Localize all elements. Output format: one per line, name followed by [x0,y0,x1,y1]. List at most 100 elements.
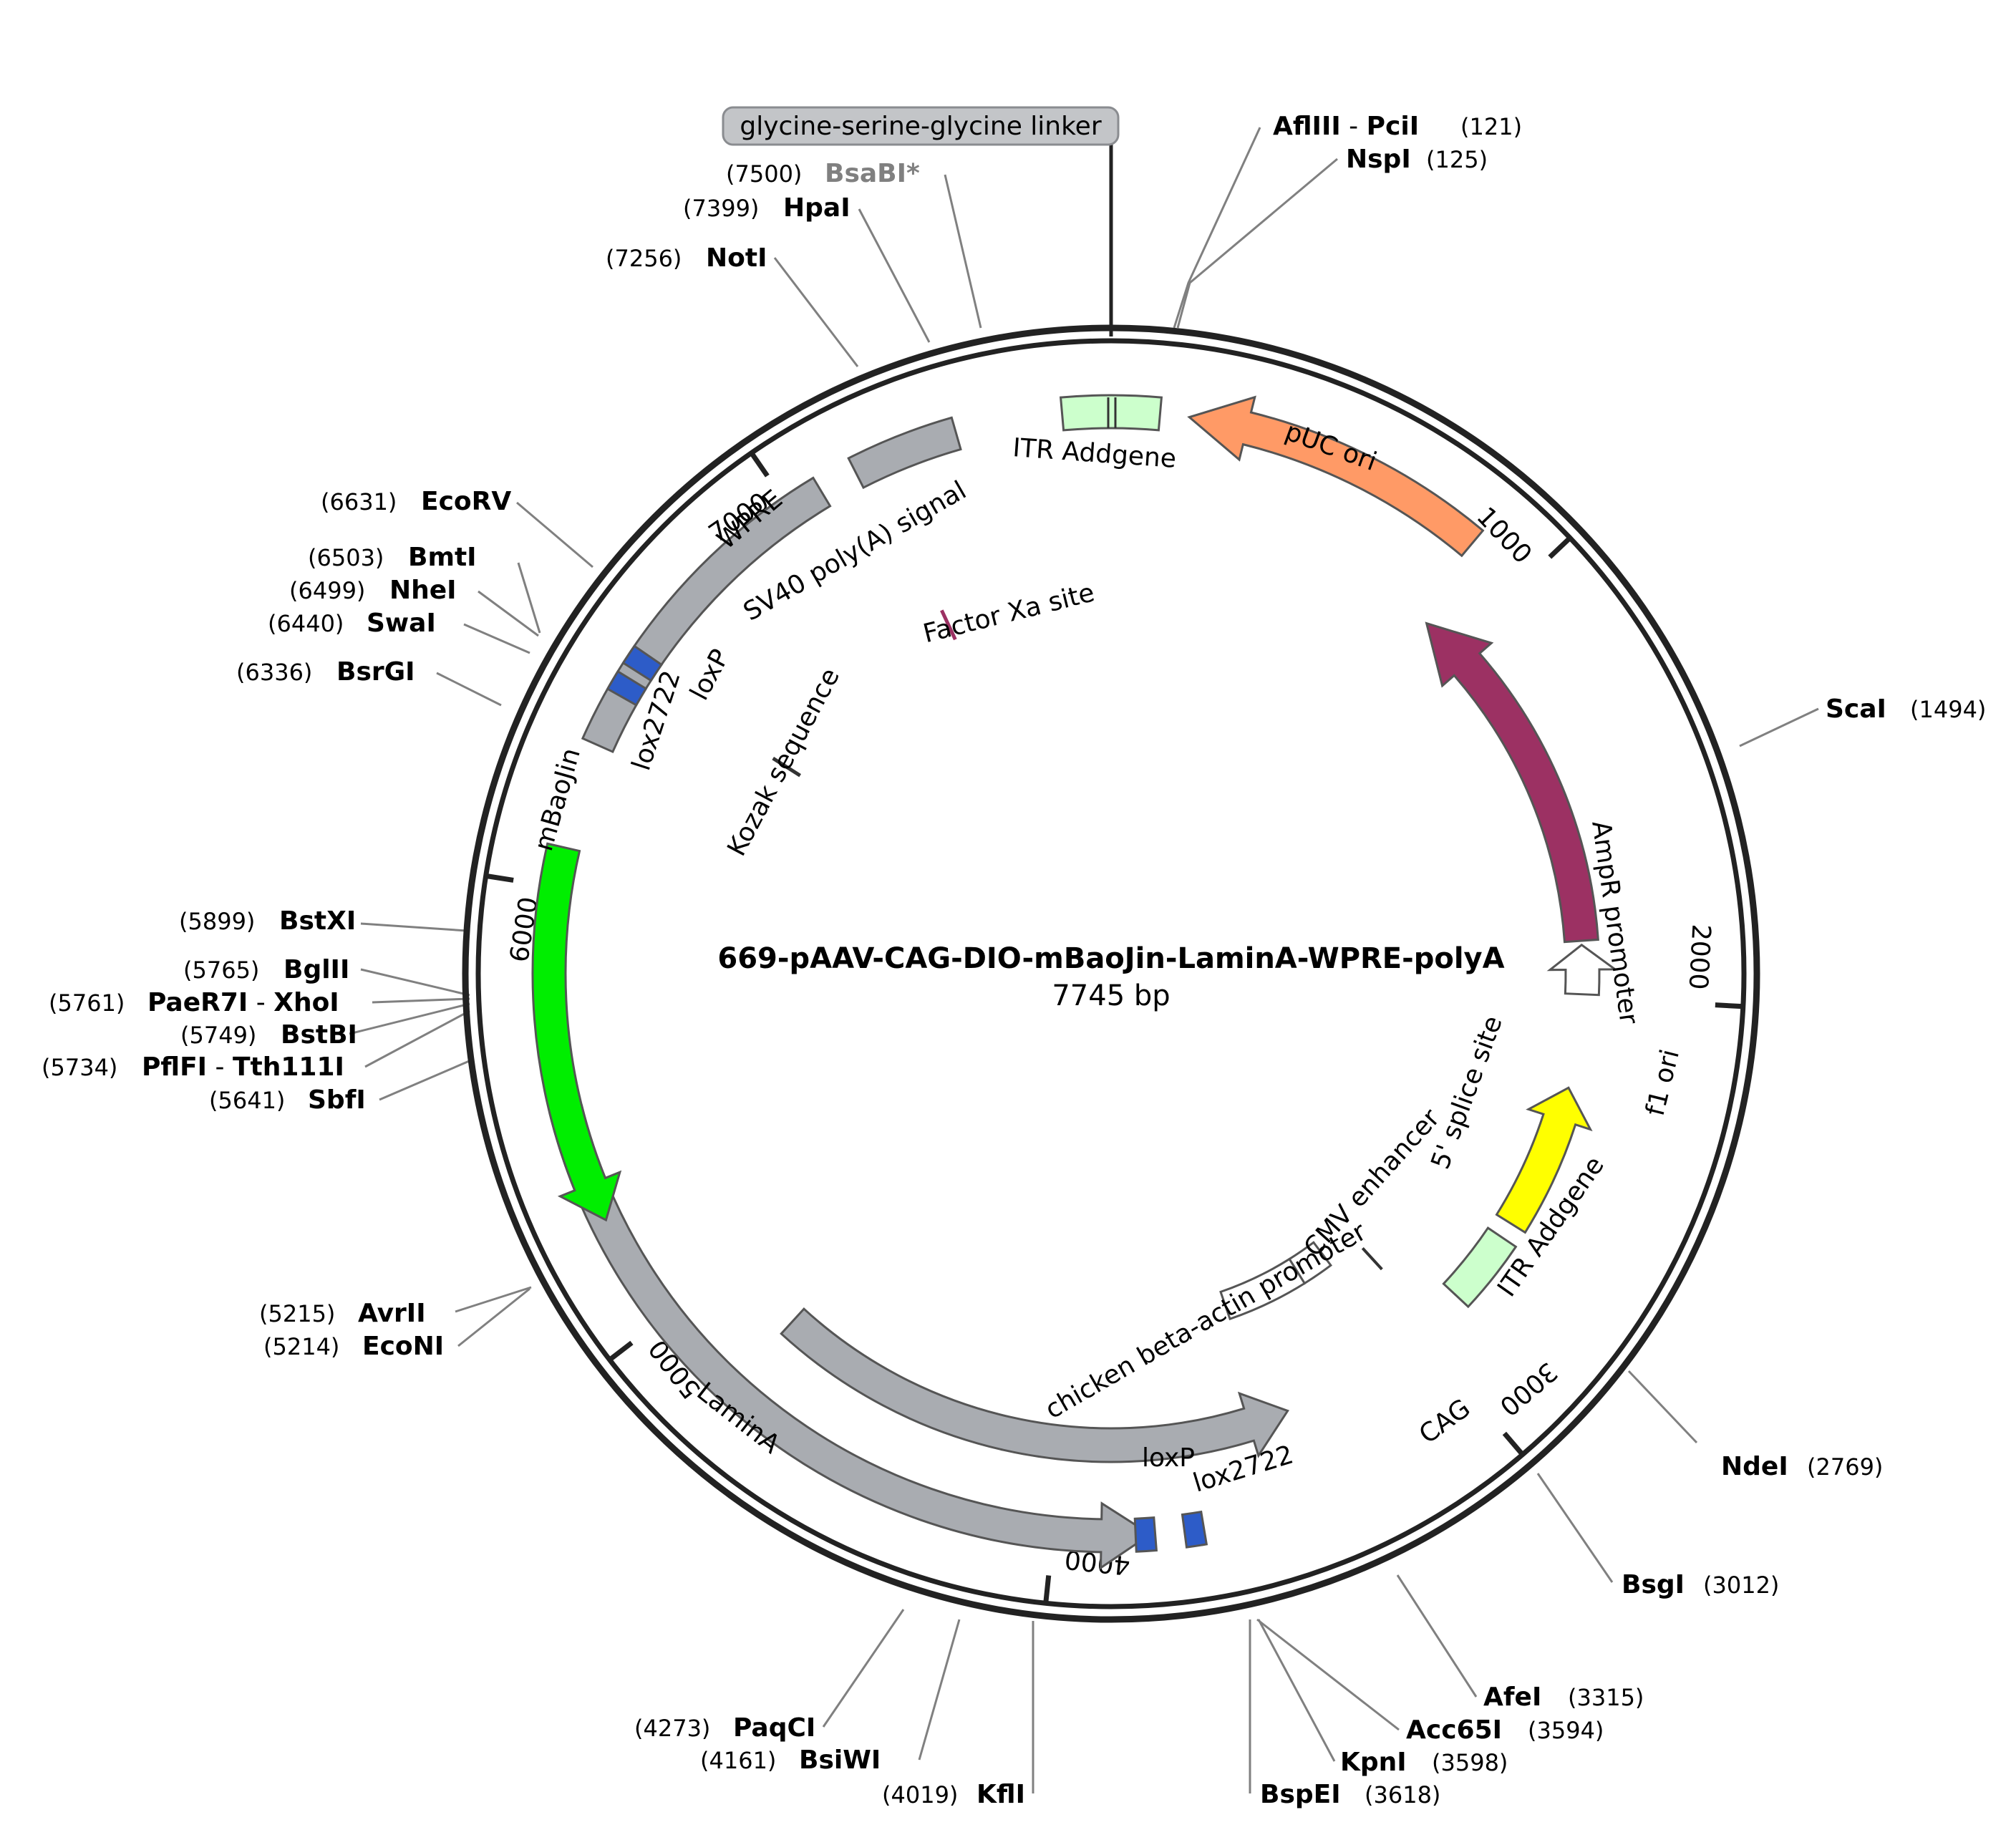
enzyme-label-swai[interactable]: (6440) SwaI [268,609,436,638]
feature-chicken-beta-actin[interactable] [1219,1257,1307,1321]
scale-tick-6000 [485,873,514,883]
enzyme-label-avrii[interactable]: (5215) AvrII [259,1299,426,1328]
enzyme-label-bstxi[interactable]: (5899) BstXI [179,906,356,936]
svg-text:SbfI: SbfI [308,1085,366,1115]
svg-text:BsrGI: BsrGI [336,657,415,687]
svg-text:Acc65I: Acc65I [1406,1715,1502,1745]
enzyme-label-bsrgi[interactable]: (6336) BsrGI [236,657,415,687]
feature-factor-xa[interactable] [940,609,957,641]
feature-puc-ori[interactable] [1187,395,1485,558]
enzyme-label-afei[interactable]: AfeI (3315) [1483,1682,1644,1712]
enzyme-label-acc65i[interactable]: Acc65I (3594) [1406,1715,1604,1745]
enzyme-label-bsabi[interactable]: (7500) BsaBI* [726,159,920,188]
enzyme-leader-bstbi [349,1002,470,1035]
feature-loxp-a[interactable] [621,644,664,682]
enzyme-label-bsgi[interactable]: BsgI (3012) [1622,1570,1779,1599]
linker-callout[interactable]: glycine-serine-glycine linker [722,106,1120,336]
feature-sv40-polya[interactable] [847,416,962,490]
svg-text:(7399): (7399) [683,195,759,222]
svg-text:BmtI: BmtI [408,543,477,572]
enzyme-label-paqci[interactable]: (4273) PaqCI [634,1713,815,1743]
enzyme-leader-pflfi [364,1009,470,1068]
svg-text:PaqCI: PaqCI [733,1713,815,1743]
enzyme-leader-bsrgi [436,672,502,707]
enzyme-label-bspei[interactable]: BspEI (3618) [1260,1780,1440,1809]
svg-text:EcoRV: EcoRV [421,487,511,516]
svg-text:BstXI: BstXI [279,906,356,936]
feature-lox2722-b[interactable] [1181,1510,1208,1549]
feature-wpre[interactable] [581,476,832,754]
enzyme-label-scai[interactable]: ScaI (1494) [1826,694,1986,724]
scale-tick-label-2000: 2000 [1683,924,1716,991]
feature-splice-site[interactable] [1361,1247,1383,1271]
svg-text:(3315): (3315) [1568,1684,1644,1711]
feature-itr-right[interactable] [1442,1226,1518,1309]
enzyme-leader-acc65i [1256,1618,1400,1731]
feature-label-itr-left: ITR Addgene [1012,433,1177,474]
feature-label-loxp-b: loxP [1142,1443,1195,1473]
enzyme-label-nspi[interactable]: NspI (125) [1346,145,1488,174]
feature-mbaojin[interactable] [531,842,622,1222]
enzyme-label-nhei[interactable]: (6499) NheI [289,576,457,605]
feature-itr-left[interactable] [1059,394,1163,432]
enzyme-leader-nspi [1176,158,1338,329]
enzyme-label-bsiwi[interactable]: (4161) BsiWI [700,1745,881,1775]
feature-cag[interactable] [780,1307,1289,1463]
scale-tick-5000 [608,1340,634,1362]
svg-text:(5761): (5761) [49,989,125,1017]
enzyme-label-noti[interactable]: (7256) NotI [606,243,767,273]
svg-text:(2769): (2769) [1807,1453,1883,1481]
enzyme-leader-swai [463,623,530,654]
feature-lamina[interactable] [548,1104,1153,1570]
enzyme-leader-afliii [1173,127,1261,329]
enzyme-label-ecorv[interactable]: (6631) EcoRV [321,487,511,516]
feature-ampr-promoter[interactable] [1546,943,1619,997]
svg-text:(3598): (3598) [1432,1749,1508,1776]
feature-label-chicken-beta-actin: chicken beta-actin promoter [1040,1217,1371,1425]
enzyme-leader-paer7i [372,997,470,1004]
enzyme-leader-avrii [455,1286,532,1313]
enzyme-leader-hpai [858,208,931,343]
enzyme-label-hpai[interactable]: (7399) HpaI [683,193,850,223]
svg-text:(3618): (3618) [1365,1781,1440,1808]
svg-text:(5734): (5734) [42,1054,117,1081]
plasmid-name: 669-pAAV-CAG-DIO-mBaoJin-LaminA-WPRE-pol… [717,942,1504,975]
scale-tick-1000 [1548,536,1572,559]
svg-text:AflIII - PciI: AflIII - PciI [1273,112,1419,141]
enzyme-leader-noti [773,257,859,367]
feature-shapes [531,394,1619,1570]
feature-f1-ori[interactable] [1495,1086,1593,1234]
enzyme-label-bmti[interactable]: (6503) BmtI [308,543,477,572]
svg-text:BsiWI: BsiWI [799,1745,881,1775]
enzyme-label-pflfi[interactable]: (5734) PflFI - Tth111I [42,1052,344,1082]
svg-text:(7500): (7500) [726,160,802,188]
enzyme-leader-sbfi [379,1058,473,1101]
enzyme-label-sbfi[interactable]: (5641) SbfI [209,1085,366,1115]
feature-lox2722-a[interactable] [606,669,648,707]
backbone-inner-ring [475,338,1747,1609]
enzyme-label-bstbi[interactable]: (5749) BstBI [180,1020,357,1050]
enzyme-label-afliii[interactable]: AflIII - PciI (121) [1273,112,1522,141]
svg-text:(5749): (5749) [180,1022,256,1049]
feature-label-factor-xa: Factor Xa site [920,578,1097,649]
enzyme-label-kfli[interactable]: (4019) KflI [882,1780,1025,1809]
svg-text:NspI: NspI [1346,145,1411,174]
enzyme-label-ndei[interactable]: NdeI (2769) [1721,1452,1883,1481]
svg-text:(5215): (5215) [259,1300,335,1327]
enzyme-leader-bglii [360,968,470,997]
feature-ampr[interactable] [1425,621,1599,944]
feature-loxp-b[interactable] [1133,1516,1158,1553]
svg-text:AfeI: AfeI [1483,1682,1541,1712]
enzyme-leader-lines [349,127,1819,1793]
enzyme-label-kpni[interactable]: KpnI (3598) [1340,1748,1508,1777]
svg-text:(7256): (7256) [606,245,682,272]
svg-text:NdeI: NdeI [1721,1452,1788,1481]
enzyme-label-econi[interactable]: (5214) EcoNI [263,1332,444,1361]
feature-kozak[interactable] [772,757,801,778]
enzyme-label-paer7i[interactable]: (5761) PaeR7I - XhoI [49,988,339,1017]
plasmid-length: 7745 bp [1052,979,1170,1012]
enzyme-label-bglii[interactable]: (5765) BglII [183,955,349,984]
svg-text:NotI: NotI [706,243,767,273]
svg-text:PflFI - Tth111I: PflFI - Tth111I [142,1052,344,1082]
